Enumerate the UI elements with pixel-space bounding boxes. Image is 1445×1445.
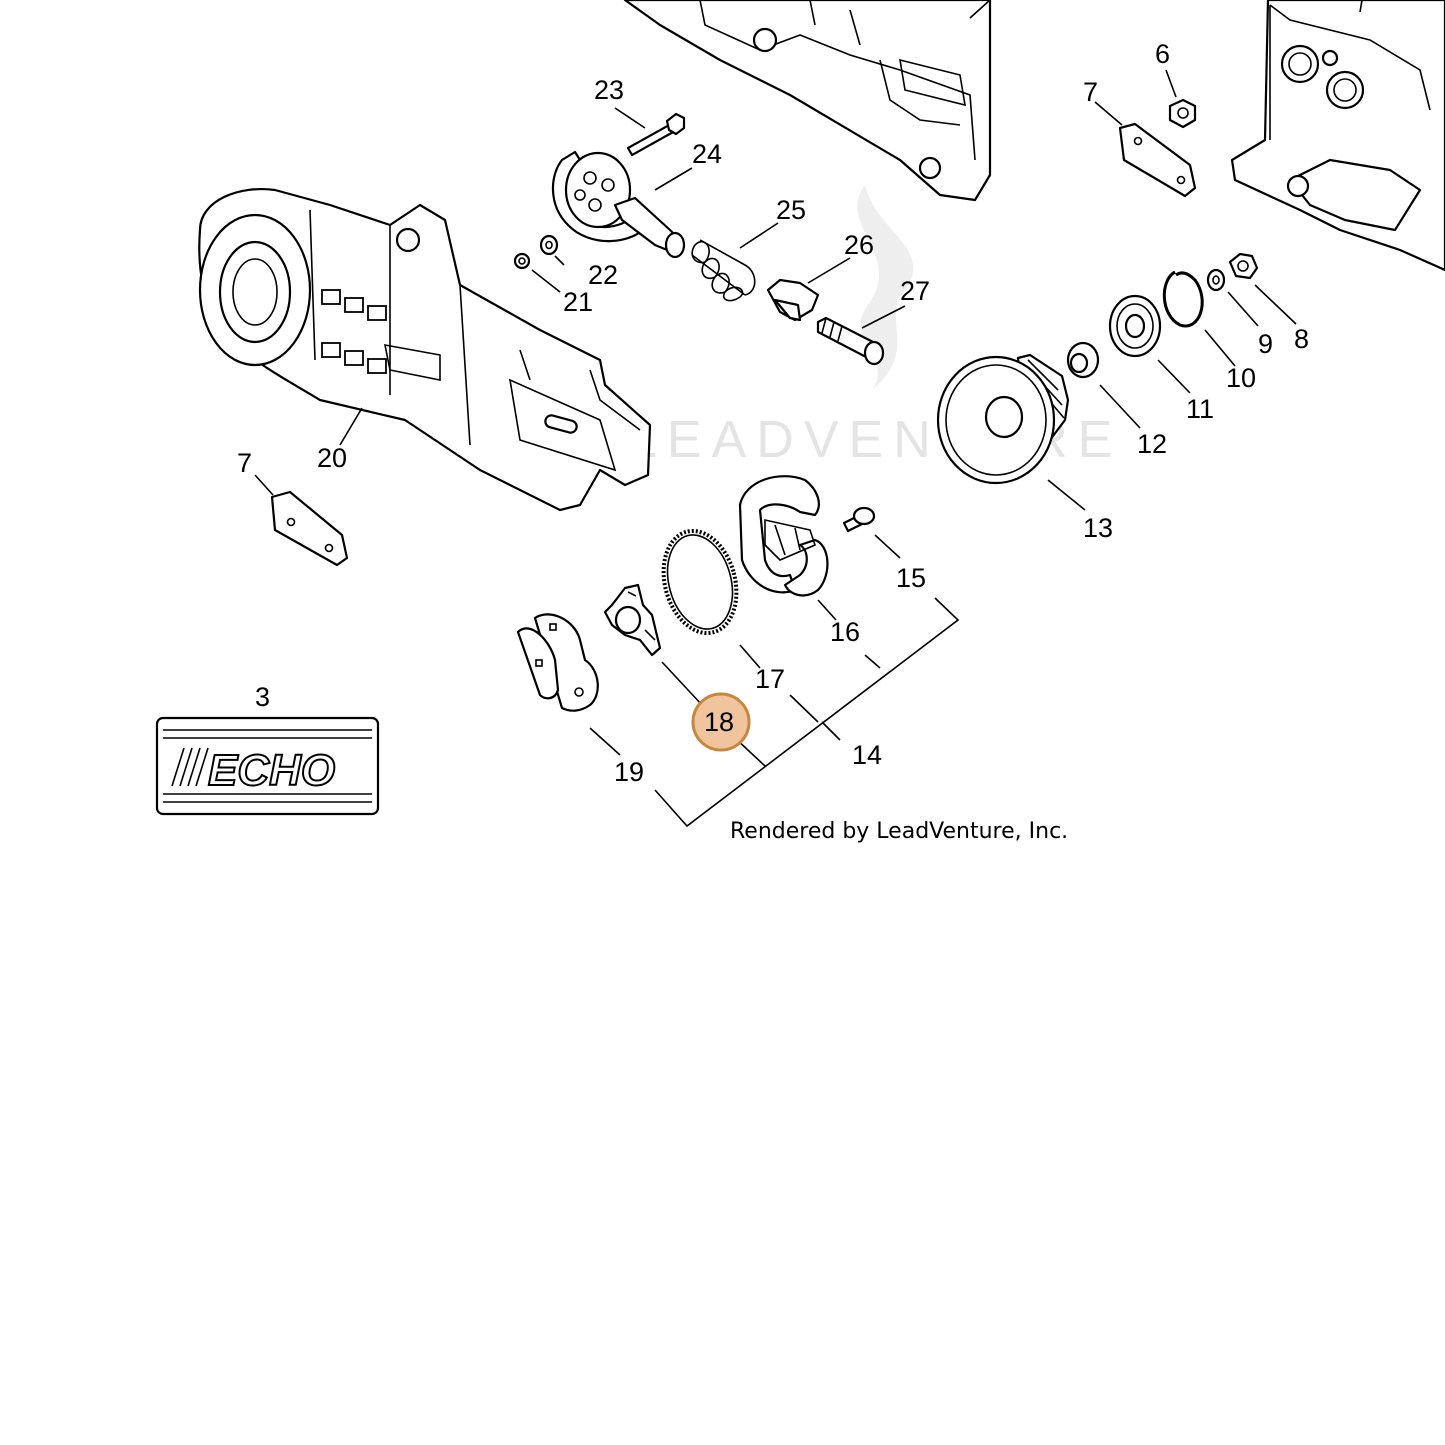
part-17-clutch-spring: [661, 528, 739, 636]
part-7-plate-right: [1118, 122, 1197, 198]
callout-19: 19: [614, 757, 644, 787]
callout-13: 13: [1083, 513, 1113, 543]
part-7-plate-left: [270, 490, 349, 567]
part-8-nut: [1228, 252, 1259, 280]
part-22-washer: [539, 234, 559, 256]
part-3-echo-decal: ECHO: [155, 716, 380, 816]
part-19-clutch-plates: [516, 613, 599, 712]
callout-17: 17: [755, 664, 785, 694]
part-27-pin: [816, 316, 885, 366]
part-23-bolt: [626, 112, 686, 157]
part-9-washer: [1206, 268, 1226, 292]
callout-15: 15: [896, 563, 926, 593]
callout-25: 25: [776, 195, 806, 225]
callout-7-left: 7: [237, 448, 252, 478]
callout-11: 11: [1186, 394, 1214, 424]
callout-27: 27: [900, 276, 930, 306]
callout-16: 16: [830, 617, 860, 647]
part-24-tensioner: [551, 150, 686, 259]
callout-22: 22: [588, 260, 618, 290]
part-26-tensioner-nut: [766, 278, 820, 322]
part-16-clutch-shoes: [738, 475, 829, 597]
callout-8: 8: [1294, 324, 1309, 354]
callout-18-circle: [691, 692, 751, 752]
callout-10: 10: [1226, 363, 1256, 393]
part-20-slots: [321, 289, 387, 374]
callout-18-highlight: 18: [691, 692, 751, 752]
echo-logo: ECHO: [208, 746, 335, 795]
part-21-screw: [513, 252, 531, 270]
part-25-spring: [691, 239, 756, 302]
part-right-housing: [1230, 0, 1445, 272]
callout-26: 26: [844, 230, 874, 260]
callout-labels: 3 6 7 7 8 9 10 11 12 13 14 15 16 17 18 1…: [237, 39, 1309, 787]
callout-24: 24: [692, 139, 722, 169]
part-6-nut: [1168, 98, 1197, 129]
callout-20: 20: [317, 443, 347, 473]
callout-12: 12: [1137, 429, 1167, 459]
leader-lines: [254, 69, 1297, 828]
callout-21: 21: [563, 287, 593, 317]
render-credit: Rendered by LeadVenture, Inc.: [730, 819, 1068, 844]
part-10-snap-ring: [1162, 270, 1204, 328]
part-15-screw: [842, 506, 876, 533]
callout-3: 3: [255, 682, 270, 712]
part-top-cover: [623, 0, 992, 202]
part-18-clutch-hub: [603, 583, 662, 657]
callout-23: 23: [594, 75, 624, 105]
part-11-bearing: [1108, 294, 1162, 358]
watermark-flame-icon: [857, 185, 914, 390]
part-12-bushing: [1066, 341, 1100, 379]
callout-14: 14: [852, 740, 882, 770]
echo-logo-stripes: [171, 747, 209, 787]
callout-6: 6: [1155, 39, 1170, 69]
callout-18: 18: [704, 707, 734, 737]
part-13-clutch-drum: [936, 353, 1070, 485]
callout-9: 9: [1258, 329, 1273, 359]
callout-7-right: 7: [1083, 77, 1098, 107]
part-20-arm-case: [198, 188, 652, 512]
